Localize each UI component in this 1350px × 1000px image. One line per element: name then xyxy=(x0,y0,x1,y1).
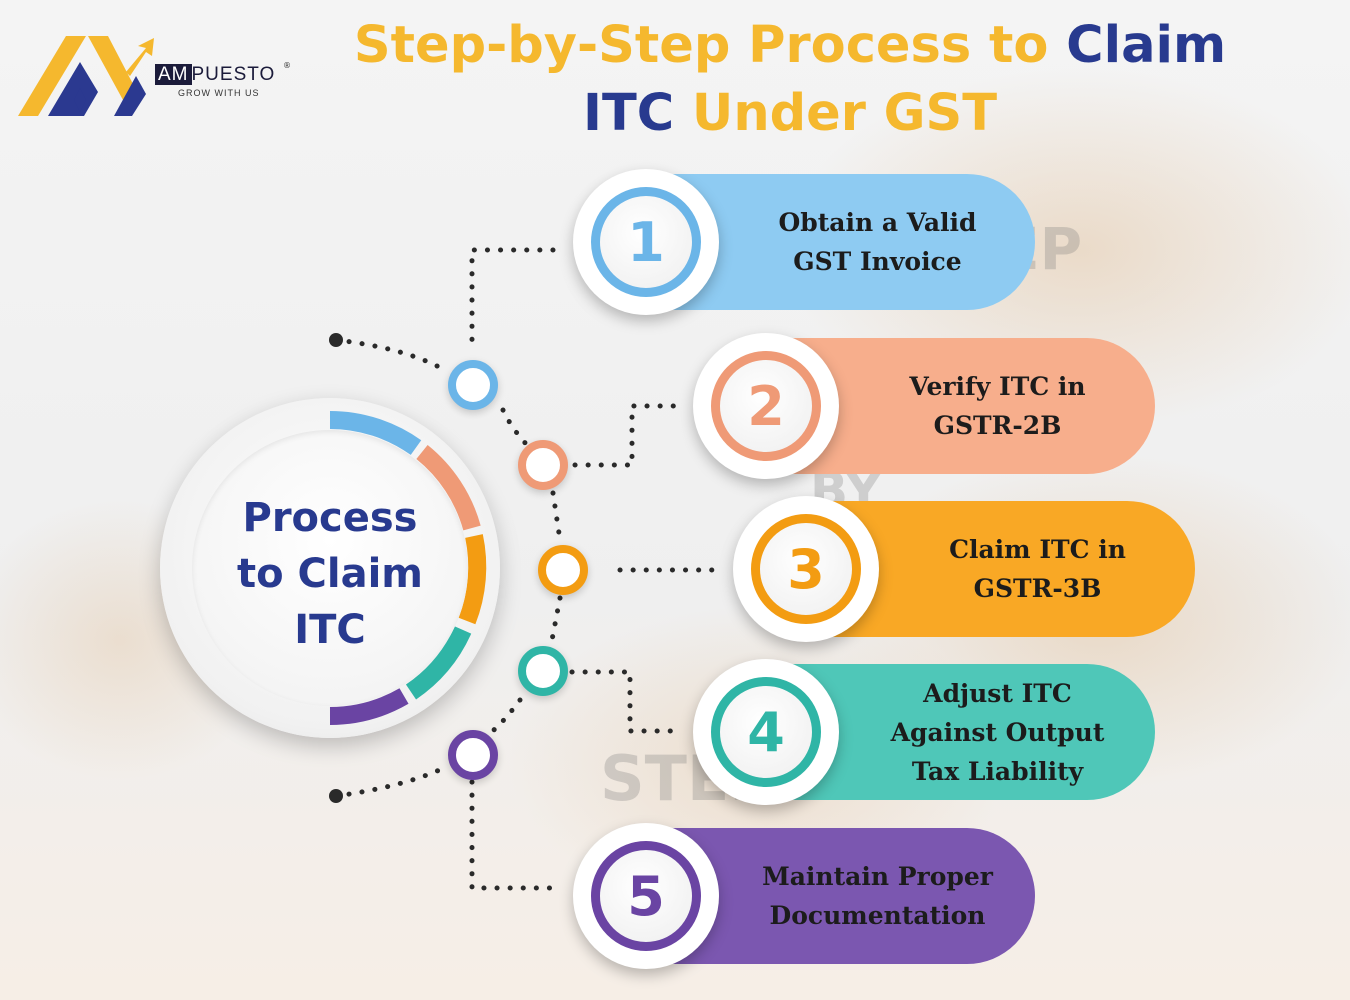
registered-mark: ® xyxy=(283,61,291,70)
step-2-badge: 2 xyxy=(693,333,839,479)
title-part-3: ITC xyxy=(582,84,675,143)
brand-tagline: GROW WITH US xyxy=(178,88,260,98)
connector-step-3-4 xyxy=(549,595,563,643)
step-4-number: 4 xyxy=(747,700,785,764)
step-1-label-line-1: Obtain a Valid xyxy=(778,208,977,237)
step-3-label-line-2: GSTR-3B xyxy=(973,574,1102,603)
step-3-label: Claim ITC in GSTR-3B xyxy=(949,530,1126,608)
title-part-2: Claim xyxy=(1066,16,1227,75)
step-4-badge: 4 xyxy=(693,659,839,805)
hub-inner-circle xyxy=(192,430,468,706)
step-4-badge-ring: 4 xyxy=(711,677,821,787)
connector-step-1 xyxy=(469,247,556,348)
title-part-4: Under GST xyxy=(674,84,998,143)
step-4-label: Adjust ITC Against Output Tax Liability xyxy=(891,674,1105,791)
step-5-badge-ring: 5 xyxy=(591,841,701,951)
step-4-label-line-3: Tax Liability xyxy=(911,756,1084,786)
node-step-2 xyxy=(518,440,568,490)
hub-progress-ring xyxy=(329,411,487,725)
connector-upper-branch xyxy=(333,337,451,375)
ring-segment-3 xyxy=(458,534,487,625)
step-2-label-line-2: GSTR-2B xyxy=(933,411,1062,440)
step-2-number: 2 xyxy=(747,374,785,438)
step-5-label: Maintain Proper Documentation xyxy=(762,857,993,935)
hub-label-line-1: Process xyxy=(242,495,418,541)
ring-segment-1 xyxy=(329,411,422,456)
step-1-badge: 1 xyxy=(573,169,719,315)
ring-segment-2 xyxy=(416,444,481,531)
upper-branch-dot xyxy=(329,333,343,347)
connector-step-2-3 xyxy=(550,490,563,543)
step-2-label: Verify ITC in GSTR-2B xyxy=(909,367,1085,445)
step-4-label-line-1: Adjust ITC xyxy=(923,678,1072,708)
hub-label-line-2: to Claim xyxy=(237,551,423,597)
connector-step-4 xyxy=(569,669,679,734)
step-2-label-line-1: Verify ITC in xyxy=(909,372,1086,401)
step-5-label-line-2: Documentation xyxy=(769,901,986,930)
step-1-label-line-2: GST Invoice xyxy=(793,247,962,276)
step-3-badge: 3 xyxy=(733,496,879,642)
brand-name-prefix: AM xyxy=(155,64,192,85)
step-3-number: 3 xyxy=(787,537,825,601)
step-3-badge-ring: 3 xyxy=(751,514,861,624)
node-step-5 xyxy=(448,730,498,780)
step-4-label-line-2: Against Output xyxy=(890,717,1105,747)
ring-segment-5 xyxy=(329,688,409,725)
node-step-1 xyxy=(448,360,498,410)
ring-segment-4 xyxy=(405,626,472,700)
brand-name-suffix: PUESTO xyxy=(191,64,276,85)
step-5-badge: 5 xyxy=(573,823,719,969)
step-2-badge-ring: 2 xyxy=(711,351,821,461)
step-3-label-line-1: Claim ITC in xyxy=(949,535,1126,564)
connector-step-2 xyxy=(572,403,679,468)
connector-hub-step-2 xyxy=(500,407,533,451)
hub-label: Process to Claim ITC xyxy=(210,490,450,658)
step-1-number: 1 xyxy=(627,210,665,274)
connector-step-5 xyxy=(469,779,556,891)
lower-branch-dot xyxy=(329,789,343,803)
ampuesto-logo-icon xyxy=(18,36,154,116)
step-5-label-line-1: Maintain Proper xyxy=(762,862,993,891)
connector-lower-branch xyxy=(333,763,451,799)
hub-label-line-3: ITC xyxy=(294,607,366,653)
step-5-number: 5 xyxy=(627,864,665,928)
title-part-1: Step-by-Step Process to xyxy=(353,16,1067,75)
step-1-badge-ring: 1 xyxy=(591,187,701,297)
step-1-label: Obtain a Valid GST Invoice xyxy=(778,203,976,281)
node-step-3 xyxy=(538,545,588,595)
node-step-4 xyxy=(518,646,568,696)
